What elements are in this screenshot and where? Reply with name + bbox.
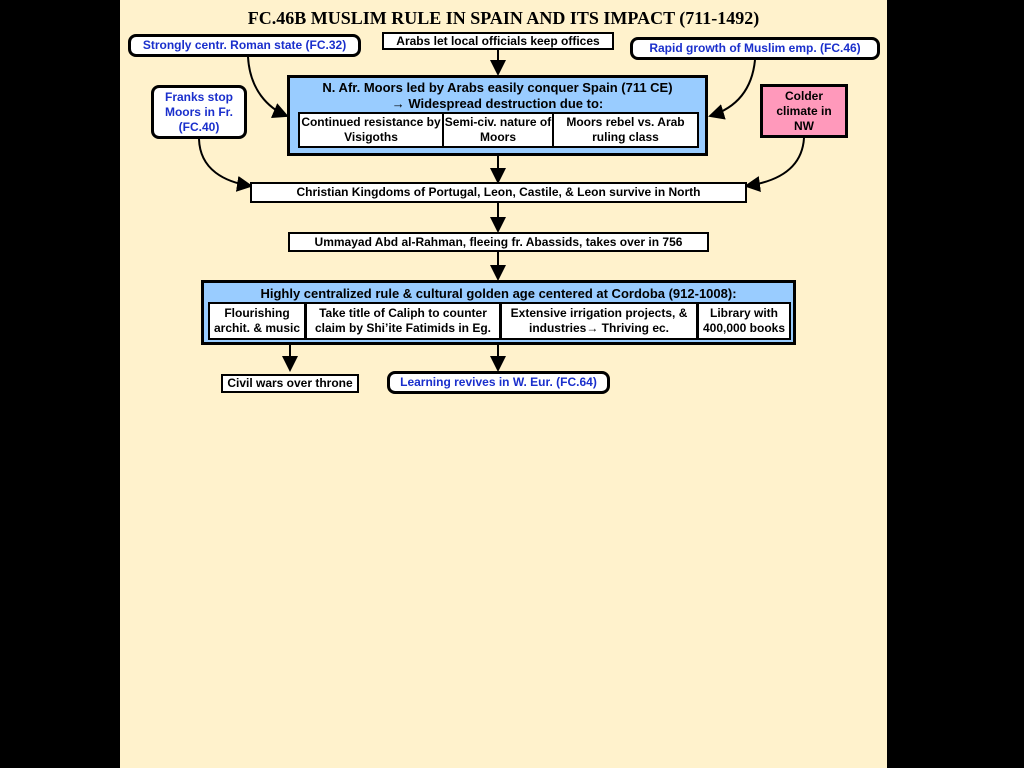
roman-state-label: Strongly centr. Roman state (FC.32) [142,38,347,52]
roman-state-box: Strongly centr. Roman state (FC.32) [128,34,361,57]
arrow-roman-to-conquest [247,56,289,118]
christian-kingdoms-box: Christian Kingdoms of Portugal, Leon, Ca… [250,182,747,203]
local-officials-label: Arabs let local officials keep offices [396,33,600,48]
conquest-heading-line2: → Widespread destruction due to: [391,96,604,112]
conquest-cause-resistance: Continued resistance by Visigoths [298,112,444,148]
christian-kingdoms-label: Christian Kingdoms of Portugal, Leon, Ca… [296,185,701,199]
conquest-cause-rebellion: Moors rebel vs. Arab ruling class [552,112,699,148]
cordoba-achievement-architecture: Flourishing archit. & music [208,302,306,340]
ummayad-box: Ummayad Abd al-Rahman, fleeing fr. Abass… [288,232,709,252]
local-officials-box: Arabs let local officials keep offices [382,32,614,50]
franks-label: Franks stop Moors in Fr. (FC.40) [164,89,233,134]
rapid-growth-box: Rapid growth of Muslim emp. (FC.46) [630,37,880,60]
page-title: FC.46B MUSLIM RULE IN SPAIN AND ITS IMPA… [247,8,760,28]
arrow-franks-to-kingdoms [198,138,253,192]
cordoba-achievement-library: Library with 400,000 books [697,302,791,340]
cordoba-panel: Highly centralized rule & cultural golde… [201,280,796,345]
conquest-heading-line1: N. Afr. Moors led by Arabs easily conque… [322,80,673,95]
cordoba-achievement-irrigation: Extensive irrigation projects, & industr… [500,302,698,340]
conquest-heading: N. Afr. Moors led by Arabs easily conque… [290,80,705,113]
cordoba-heading: Highly centralized rule & cultural golde… [260,286,737,301]
learning-revives-label: Learning revives in W. Eur. (FC.64) [400,375,597,389]
arrow-colder-to-kingdoms [744,137,805,193]
arrow-growth-to-conquest [708,59,756,120]
cordoba-achievement-caliph: Take title of Caliph to counter claim by… [305,302,501,340]
conquest-cause-semi-civ: Semi-civ. nature of Moors [442,112,554,148]
civil-wars-box: Civil wars over throne [221,374,359,393]
colder-climate-box: Colder climate in NW [760,84,848,138]
learning-revives-box: Learning revives in W. Eur. (FC.64) [387,371,610,394]
colder-climate-label: Colder climate in NW [776,88,832,133]
conquest-panel: N. Afr. Moors led by Arabs easily conque… [287,75,708,156]
civil-wars-label: Civil wars over throne [227,376,353,390]
rapid-growth-label: Rapid growth of Muslim emp. (FC.46) [649,41,861,55]
franks-box: Franks stop Moors in Fr. (FC.40) [151,85,247,139]
ummayad-label: Ummayad Abd al-Rahman, fleeing fr. Abass… [314,234,683,249]
